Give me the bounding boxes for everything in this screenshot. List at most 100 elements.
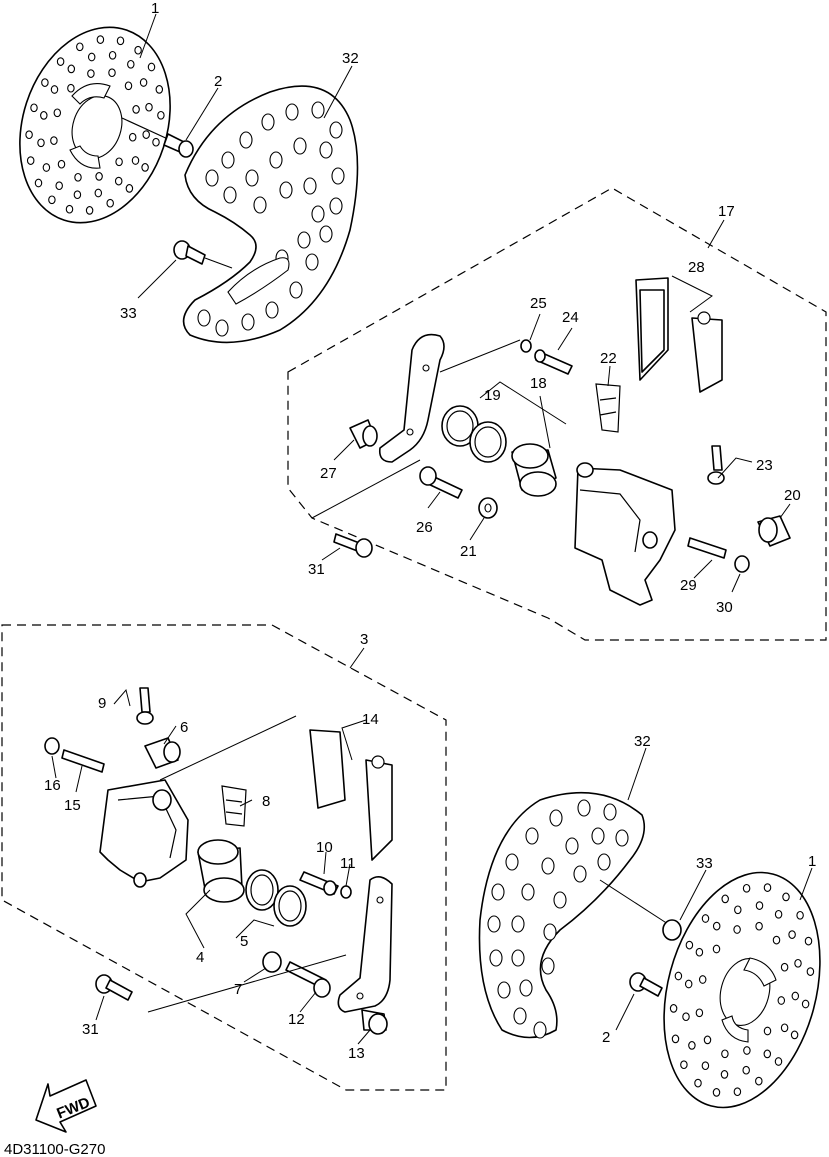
drilled-hole (85, 206, 94, 215)
cover-cutout (603, 803, 617, 821)
drilled-hole (76, 42, 84, 52)
cover-cutout (491, 883, 505, 901)
cover-cutout (319, 225, 333, 243)
drilled-hole (87, 52, 96, 62)
drilled-hole (40, 111, 48, 120)
drilled-hole (794, 958, 802, 968)
cover-cutout (239, 131, 253, 149)
cover-cutout (541, 957, 555, 975)
bolt-31-top (333, 533, 373, 558)
drilled-hole (155, 85, 164, 94)
drilled-hole (127, 59, 135, 69)
drilled-hole (25, 130, 33, 140)
nut-30 (734, 555, 750, 573)
callout-9: 9 (98, 695, 106, 712)
pin-12 (285, 961, 331, 998)
cover-cutout (221, 151, 235, 169)
drilled-hole (125, 184, 134, 193)
drilled-hole (74, 172, 82, 182)
drilled-hole (41, 78, 49, 87)
callout-3: 3 (360, 631, 368, 648)
drilled-hole (721, 894, 729, 904)
callout-18: 18 (530, 375, 547, 392)
drilled-hole (152, 137, 160, 147)
cover-cutout (543, 923, 557, 941)
drilled-hole (763, 1026, 772, 1036)
callout-31-bottom: 31 (82, 1021, 99, 1038)
drilled-hole (712, 921, 721, 931)
drilled-hole (684, 979, 693, 989)
callout-2-top: 2 (214, 73, 222, 90)
callout-25: 25 (530, 295, 547, 312)
callout-31-top: 31 (308, 561, 325, 578)
drilled-hole (703, 1035, 712, 1045)
cover-cutout (311, 205, 325, 223)
callout-13: 13 (348, 1045, 365, 1062)
drilled-hole (806, 967, 815, 976)
forward-direction-arrow: FWD (35, 1079, 97, 1133)
drilled-hole (128, 132, 137, 142)
drilled-hole (733, 1087, 742, 1097)
drilled-hole (671, 1034, 680, 1044)
callout-8: 8 (262, 793, 270, 810)
callout-27: 27 (320, 465, 337, 482)
drilled-hole (106, 198, 114, 208)
caliper-body-top (574, 462, 676, 606)
bolt-29 (687, 537, 727, 559)
drilled-hole (65, 204, 74, 214)
cover-cutout (311, 101, 325, 119)
washer-11 (340, 885, 352, 899)
drilled-hole (788, 930, 796, 939)
callout-4: 4 (196, 949, 204, 966)
drilled-hole (30, 103, 38, 113)
drilled-hole (790, 1030, 799, 1040)
cover-cutout (205, 169, 219, 187)
drilled-hole (132, 105, 140, 114)
callout-24: 24 (562, 309, 579, 326)
drilled-hole (782, 892, 790, 902)
pad-spring-22 (595, 383, 621, 433)
drilled-hole (108, 68, 116, 78)
drilled-hole (712, 1088, 721, 1097)
callout-10: 10 (316, 839, 333, 856)
drilled-hole (139, 78, 148, 87)
callout-30: 30 (716, 599, 733, 616)
drilled-hole (67, 64, 76, 74)
drilled-hole (682, 1012, 690, 1022)
drilled-hole (763, 883, 772, 892)
drilled-hole (53, 108, 62, 118)
cover-cutout (329, 121, 343, 139)
cover-cutout (565, 837, 579, 855)
cover-cutout (597, 853, 611, 871)
drilled-hole (742, 883, 751, 893)
bolt-10 (299, 871, 339, 896)
assembly-frame-3 (1, 624, 447, 1091)
cover-cutout (241, 313, 255, 331)
drilled-hole (67, 83, 75, 93)
disc-cover-bottom (478, 791, 646, 1039)
drilled-hole (94, 188, 103, 198)
drilled-hole (95, 172, 103, 181)
cover-cutout (305, 253, 319, 271)
piston-seals-19 (441, 405, 507, 463)
drilled-hole (50, 136, 58, 145)
drilled-hole (743, 1046, 751, 1055)
cover-cutout (573, 865, 587, 883)
drilled-hole (701, 914, 710, 923)
drilled-hole (721, 1049, 729, 1059)
nut-7 (262, 951, 282, 973)
drilled-hole (685, 940, 694, 950)
drilled-hole (96, 35, 105, 44)
pin-boot-20 (757, 515, 791, 547)
drilled-hole (796, 910, 804, 920)
brake-disc-top (19, 26, 171, 224)
callout-6: 6 (180, 719, 188, 736)
drilled-hole (763, 1049, 772, 1059)
bolt-24 (534, 349, 573, 375)
callout-17: 17 (718, 203, 735, 220)
bolt-33-bottom (599, 879, 682, 941)
piston-4 (197, 839, 245, 903)
cover-cutout (245, 169, 259, 187)
pin-boot-27 (349, 419, 378, 449)
drilled-hole (116, 36, 125, 46)
